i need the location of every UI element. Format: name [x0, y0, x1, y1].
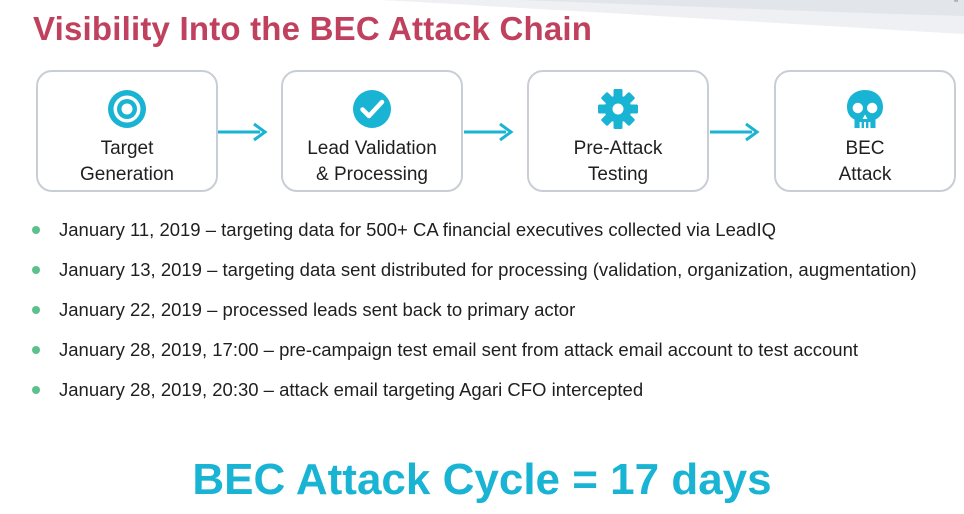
gear-icon — [598, 89, 638, 129]
timeline-text: January 11, 2019 – targeting data for 50… — [59, 219, 776, 240]
arrow-right-icon — [464, 122, 514, 142]
bullet-dot-icon — [32, 306, 40, 314]
step-label: Target Generation — [79, 138, 174, 185]
bullet-dot-icon — [32, 226, 40, 234]
target-icon — [108, 90, 146, 128]
timeline-text: January 28, 2019, 20:30 – attack email t… — [59, 379, 644, 400]
corner-mark: " — [954, 0, 958, 10]
arrow-right-icon — [710, 122, 760, 142]
bullet-dot-icon — [32, 346, 40, 354]
step-pre-attack-testing: Pre-Attack Testing — [527, 70, 709, 192]
timeline-item: January 13, 2019 – targeting data sent d… — [30, 258, 950, 282]
timeline-item: January 28, 2019, 20:30 – attack email t… — [30, 378, 950, 402]
step-label: BEC Attack — [838, 138, 892, 185]
step-bec-attack: BEC Attack — [774, 70, 956, 192]
arrow-right-icon — [218, 122, 268, 142]
timeline-text: January 13, 2019 – targeting data sent d… — [59, 259, 917, 280]
bullet-dot-icon — [32, 266, 40, 274]
step-lead-validation: Lead Validation & Processing — [281, 70, 463, 192]
step-target-generation: Target Generation — [36, 70, 218, 192]
step-label: Lead Validation & Processing — [307, 138, 437, 185]
timeline-text: January 28, 2019, 17:00 – pre-campaign t… — [59, 339, 859, 360]
timeline-item: January 28, 2019, 17:00 – pre-campaign t… — [30, 338, 950, 362]
timeline-text: January 22, 2019 – processed leads sent … — [59, 299, 576, 320]
attack-chain-diagram: Target Generation Lead Validation & Proc… — [0, 70, 964, 196]
page-title: Visibility Into the BEC Attack Chain — [33, 10, 593, 47]
step-label: Pre-Attack Testing — [573, 138, 663, 185]
skull-icon — [847, 90, 883, 128]
timeline-item: January 11, 2019 – targeting data for 50… — [30, 218, 950, 242]
timeline-item: January 22, 2019 – processed leads sent … — [30, 298, 950, 322]
checkmark-circle-icon — [353, 90, 391, 128]
timeline-list: January 11, 2019 – targeting data for 50… — [30, 218, 950, 418]
bullet-dot-icon — [32, 386, 40, 394]
attack-cycle-summary: BEC Attack Cycle = 17 days — [192, 455, 772, 504]
